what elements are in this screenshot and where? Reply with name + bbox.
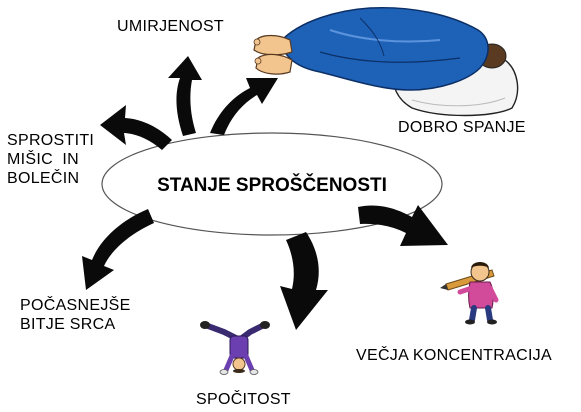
- label-sprostitev: SPROSTITI MIŠIC IN BOLEČIN: [7, 131, 94, 188]
- label-dobro-spanje: DOBRO SPANJE: [398, 118, 526, 137]
- handstand-person-icon: [200, 321, 270, 375]
- arrow-spocitost: [280, 232, 328, 330]
- label-srce-line-2: BITJE SRCA: [20, 315, 131, 334]
- label-srce: POČASNEJŠE BITJE SRCA: [20, 296, 131, 334]
- person-with-pencil-icon: [440, 262, 497, 325]
- label-koncentracija: VEČJA KONCENTRACIJA: [356, 346, 552, 365]
- center-label: STANJE SPROŠČENOSTI: [157, 174, 387, 196]
- label-sprostitev-line-2: MIŠIC IN: [7, 150, 94, 169]
- arrow-srce: [82, 209, 154, 290]
- arrow-sprostitev: [100, 105, 172, 150]
- label-umirjenost: UMIRJENOST: [117, 17, 224, 36]
- label-spocitost: SPOČITOST: [196, 390, 291, 409]
- label-srce-line-1: POČASNEJŠE: [20, 296, 131, 315]
- sleeping-person-icon: [254, 8, 518, 116]
- label-sprostitev-line-1: SPROSTITI: [7, 131, 94, 150]
- arrow-umirjenost: [168, 56, 202, 136]
- arrow-dobro-spanje: [210, 78, 278, 135]
- label-sprostitev-line-3: BOLEČIN: [7, 169, 94, 188]
